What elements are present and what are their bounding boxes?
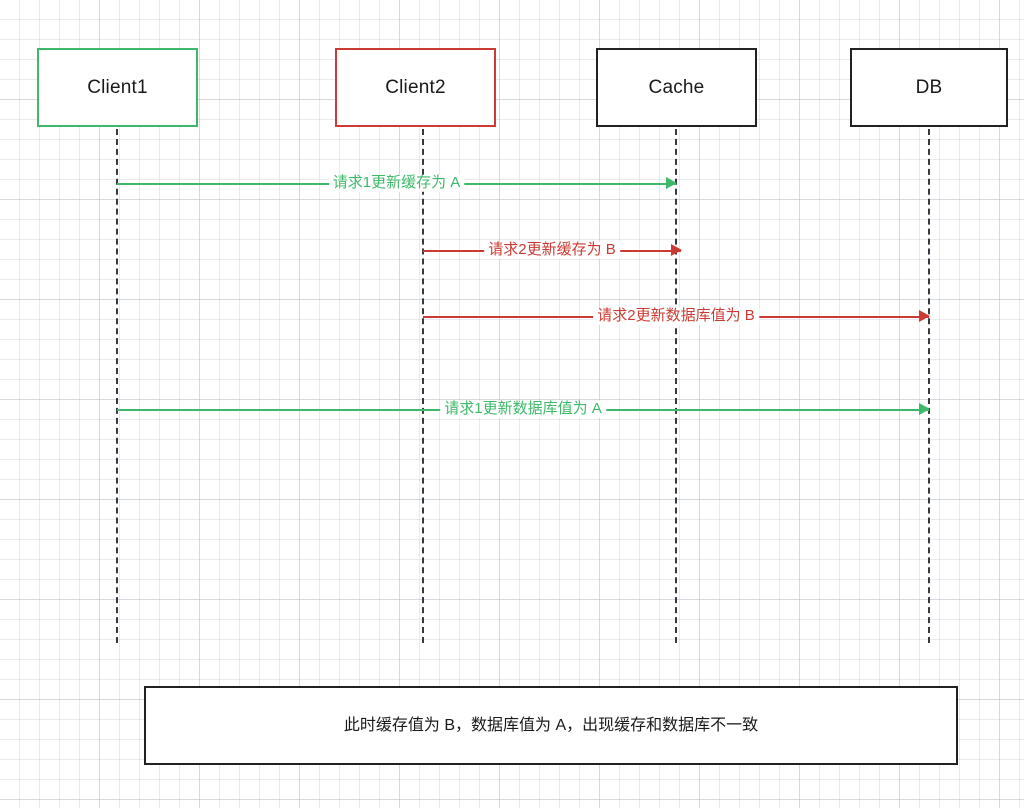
- arrow-head-icon-3: [919, 310, 930, 322]
- arrow-head-icon-1: [666, 177, 677, 189]
- participant-label-cache: Cache: [648, 77, 705, 98]
- lifeline-db: [928, 129, 930, 643]
- message-arrow-4[interactable]: 请求1更新数据库值为 A: [117, 397, 930, 421]
- message-label-4: 请求1更新数据库值为 A: [440, 400, 606, 418]
- arrow-head-icon-4: [919, 403, 930, 415]
- participant-label-db: DB: [915, 77, 943, 98]
- message-label-2: 请求2更新缓存为 B: [484, 241, 620, 259]
- message-label-3: 请求2更新数据库值为 B: [593, 307, 759, 325]
- lifeline-client2: [422, 129, 424, 643]
- message-arrow-3[interactable]: 请求2更新数据库值为 B: [423, 304, 930, 328]
- participant-label-client1: Client1: [87, 77, 148, 98]
- participant-box-db[interactable]: DB: [850, 48, 1008, 127]
- message-arrow-2[interactable]: 请求2更新缓存为 B: [423, 238, 682, 262]
- note-box[interactable]: 此时缓存值为 B，数据库值为 A，出现缓存和数据库不一致: [144, 686, 958, 765]
- participant-label-client2: Client2: [385, 77, 446, 98]
- lifeline-cache: [675, 129, 677, 643]
- participant-box-client2[interactable]: Client2: [335, 48, 496, 127]
- participant-box-client1[interactable]: Client1: [37, 48, 198, 127]
- message-label-1: 请求1更新缓存为 A: [328, 174, 465, 192]
- note-text: 此时缓存值为 B，数据库值为 A，出现缓存和数据库不一致: [343, 716, 759, 734]
- message-arrow-1[interactable]: 请求1更新缓存为 A: [117, 171, 677, 195]
- arrow-head-icon-2: [671, 244, 682, 256]
- participant-box-cache[interactable]: Cache: [596, 48, 757, 127]
- lifeline-client1: [116, 129, 118, 643]
